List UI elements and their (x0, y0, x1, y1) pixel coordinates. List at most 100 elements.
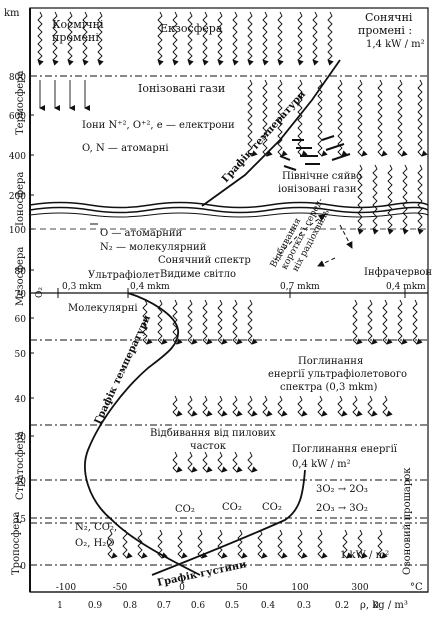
ir-arrow-3 (397, 299, 408, 345)
ground-arrow-10 (297, 529, 308, 559)
y-tick-30: 30 (15, 433, 27, 443)
top-arrow-17 (297, 11, 304, 66)
ground-arrow-11 (317, 529, 328, 559)
ground-arrow-2 (137, 529, 148, 559)
y-tick-15: 15 (15, 515, 27, 525)
y-tick-100: 100 (9, 226, 26, 236)
x-density-tick-9: 0 (373, 601, 379, 611)
label-co2-b: CO₂ (222, 502, 242, 513)
strat-arrow-11 (352, 395, 363, 417)
label-infrared: Інфрачервоне (364, 267, 432, 278)
wavy-boundary-1 (29, 201, 429, 209)
y-tick-0: 0 (20, 562, 26, 572)
x-density-tick-3: 0.7 (157, 601, 172, 611)
visible-arrow-7 (247, 299, 258, 345)
strat-arrow-7 (277, 395, 288, 417)
label-exosphere: Екзосфера (160, 22, 223, 35)
label-ir-04: 0,4 mkm (386, 282, 426, 292)
label-ionized-gases: Іонізовані гази (138, 82, 225, 95)
strat-arrow-0 (172, 395, 183, 417)
y-unit-label: km (4, 8, 20, 19)
label-o-atomic: O — атомарний (100, 228, 183, 239)
y-tick-60: 60 (15, 315, 27, 325)
density-curve (151, 469, 306, 576)
label-tropo-gases-2: O₂, H₂O (75, 538, 115, 549)
top-arrow-9 (172, 11, 179, 66)
label-n2-molecular: N₂ — молекулярний (100, 242, 207, 253)
solar-arrow-upper-1 (262, 79, 273, 157)
reflection-arrow-1 (274, 214, 326, 261)
label-reaction-2: 2O₃ → 3O₂ (316, 503, 368, 514)
ground-arrow-14 (377, 529, 388, 559)
x-density-tick-2: 0.8 (123, 601, 138, 611)
top-arrow-14 (247, 11, 254, 66)
label-tropo-gases-1: N₂, CO₂, (75, 522, 117, 533)
top-arrow-19 (327, 11, 334, 66)
label-solar-power: 1,4 kW / m² (366, 39, 425, 50)
y-tick-200: 200 (9, 192, 26, 202)
label-ir-07: 0,7 mkm (280, 282, 320, 292)
top-arrow-2 (67, 11, 74, 66)
visible-arrow-5 (217, 299, 228, 345)
ground-arrow-7 (237, 529, 248, 559)
y-tick-50: 50 (15, 350, 27, 360)
strat-arrow-6 (262, 395, 273, 417)
visible-arrow-0 (142, 299, 153, 345)
x-density-tick-4: 0.6 (191, 601, 206, 611)
solar-arrow-upper-4 (317, 79, 328, 157)
label-atomic-on: O, N — атомарні (82, 143, 169, 154)
solar-arrow-upper-0 (247, 79, 258, 157)
label-molecular: Молекулярні (68, 303, 138, 314)
ir-arrow-2 (382, 299, 393, 345)
x-temp-tick-0: -100 (56, 583, 76, 593)
reflection-arrow-2 (339, 224, 353, 249)
y-tick-400: 400 (9, 152, 26, 162)
solar-arrow-mid-3 (402, 164, 409, 235)
layer-stratosphere: Стратосфера (15, 431, 26, 500)
x-density-tick-0: 1 (57, 601, 63, 611)
ground-arrow-9 (277, 529, 288, 559)
x-density-tick-6: 0.4 (261, 601, 276, 611)
y-tick-600: 600 (9, 112, 26, 122)
label-energy-04: 0,4 kW / m² (292, 459, 351, 470)
x-density-tick-7: 0.3 (297, 601, 312, 611)
label-solar-spectrum: Сонячний спектр (158, 255, 251, 266)
strat-arrow-10 (337, 395, 348, 417)
label-absorb-uv-2: енергії ультрафіолетового (268, 369, 407, 380)
ground-arrow-12 (342, 529, 353, 559)
y-tick-80: 80 (15, 267, 27, 277)
label-uv-03: 0,3 mkm (62, 282, 102, 292)
label-reaction-1: 3O₂ → 2O₃ (316, 484, 368, 495)
label-solar-rays-1: Сонячні (365, 11, 413, 24)
label-solar-rays-2: промені : (358, 24, 412, 37)
ground-arrow-6 (217, 529, 228, 559)
ground-arrow-8 (257, 529, 268, 559)
strat-arrow-3 (217, 395, 228, 417)
x-temp-tick-4: 100 (291, 583, 308, 593)
radiation-arrows (37, 11, 428, 559)
ground-arrow-5 (197, 529, 208, 559)
top-arrow-12 (217, 11, 224, 66)
x-temp-tick-3: 50 (236, 583, 248, 593)
label-ground-power: 1 kW / m² (340, 550, 389, 561)
solar-arrow-mid-2 (387, 164, 394, 235)
label-ions: Іони N⁺², O⁺², e — електрони (82, 120, 235, 131)
ir-arrow-1 (367, 299, 378, 345)
x-temp-tick-1: -50 (113, 583, 128, 593)
cloud-arrow-4 (232, 451, 243, 473)
y-tick-20: 20 (15, 477, 27, 487)
strat-arrow-2 (202, 395, 213, 417)
top-arrow-15 (262, 11, 269, 66)
layer-troposphere: Тропосфера (11, 511, 22, 575)
layer-ionosphere: Іоносфера (15, 172, 26, 226)
label-temp-graph-mid: Графік температури (93, 313, 154, 426)
top-arrow-18 (312, 11, 319, 66)
top-arrow-3 (82, 11, 89, 66)
top-arrow-4 (97, 11, 104, 66)
label-visible-light: Видиме світло (160, 269, 236, 280)
x-density-tick-5: 0.5 (225, 601, 240, 611)
reflection-arrow-3 (317, 257, 336, 267)
ir-arrow-4 (412, 299, 423, 345)
